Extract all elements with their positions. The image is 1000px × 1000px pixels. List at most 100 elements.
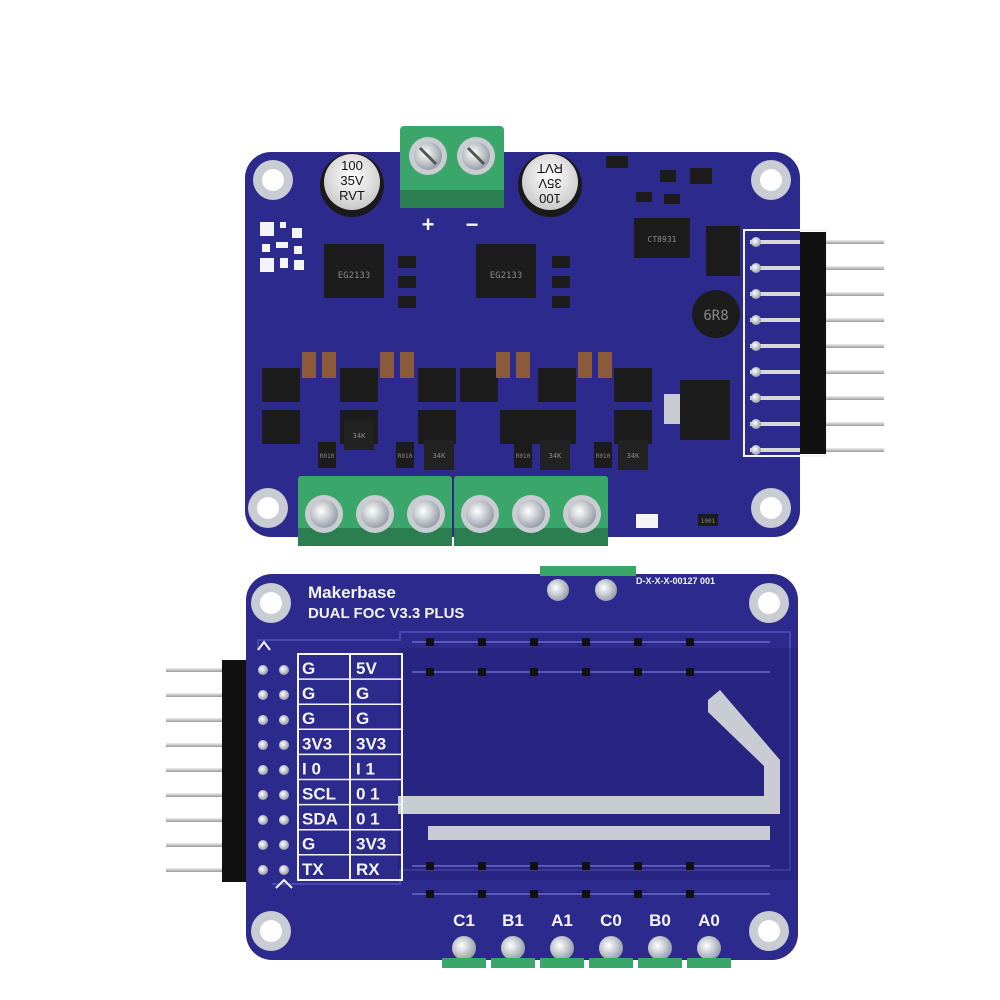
header-solder-joint [751,445,761,455]
header-pin-lead [750,422,800,426]
header-solder-joint [258,790,268,800]
pin-label-left: I 0 [302,759,321,778]
via-rows [412,638,770,898]
capacitor-right-voltage: 35V [538,176,561,191]
terminal-edge [638,958,682,968]
terminal-edge [491,958,535,968]
pin-label-right: I 1 [356,759,375,778]
svg-text:R010: R010 [398,453,413,460]
phase-mosfets-small: 34K 34K 34K 34K [344,420,648,470]
pin-label-left: G [302,709,315,728]
via-pad [634,862,642,870]
arrow-marker-top [257,640,271,651]
via-pad [478,862,486,870]
solder-strips [398,690,780,840]
model-label: DUAL FOC V3.3 PLUS [308,605,464,622]
header-solder-joint [258,715,268,725]
capacitor-left-voltage: 35V [340,173,363,188]
terminal-edge [687,958,731,968]
via-pad [530,668,538,676]
ceramic-caps [302,352,612,378]
header-solder-joint [279,865,289,875]
svg-text:34K: 34K [433,452,446,460]
bottom-board: Makerbase DUAL FOC V3.3 PLUS D-X-X-X-001… [166,566,798,968]
header-solder-joint [751,393,761,403]
header-solder-joint [258,690,268,700]
pin-label-left: G [302,659,315,678]
pin-header-top [743,229,884,457]
header-pin [166,668,222,672]
phase-solder-pad [648,936,672,960]
terminal-edge [442,958,486,968]
header-pin [826,266,884,270]
header-solder-joint [258,740,268,750]
header-solder-joint [279,840,289,850]
via-pad [478,668,486,676]
header-solder-joint [751,315,761,325]
header-solder-joint [258,765,268,775]
via-pad [426,890,434,898]
terminal-edge [540,958,584,968]
phase-solder-pad [501,936,525,960]
via-pad [686,668,694,676]
pin-label-right: G [356,684,369,703]
via-pad [478,638,486,646]
serial-label: D-X-X-X-00127 001 [636,576,715,586]
phase-label: A1 [551,911,573,930]
motor-terminal-left [298,476,452,546]
phase-label: B0 [649,911,671,930]
svg-text:34K: 34K [627,452,640,460]
phase-label: B1 [502,911,524,930]
header-solder-joint [258,815,268,825]
header-pin-lead [750,370,800,374]
header-pin [826,396,884,400]
pin-label-right: 5V [356,659,377,678]
via-pad [582,862,590,870]
header-solder-joint [751,341,761,351]
header-pin [166,743,222,747]
header-pin [826,448,884,452]
header-pin-lead [750,344,800,348]
header-solder-joint [279,740,289,750]
inductor-label: 6R8 [703,308,728,324]
via-pad [634,638,642,646]
header-pin-lead [750,448,800,452]
header-pin [826,318,884,322]
pin-header-bottom [166,640,293,889]
brand-label: Makerbase [308,583,396,602]
header-solder-joint [258,865,268,875]
header-pin [166,843,222,847]
header-pin-lead [750,266,800,270]
header-solder-joint [751,289,761,299]
regulator-sot223 [680,380,730,440]
pin-label-left: G [302,835,315,854]
header-pin-lead [750,318,800,322]
header-pin [166,818,222,822]
pin-label-left: SDA [302,810,338,829]
led [636,514,658,528]
arrow-marker [275,878,293,889]
via-pad [634,890,642,898]
header-pin [166,868,222,872]
qr-code [260,222,304,272]
header-pin [826,422,884,426]
via-pad [530,890,538,898]
pin-label-right: G [356,709,369,728]
power-terminal-pads [540,566,636,601]
via-pad [582,668,590,676]
phase-label: C0 [600,911,622,930]
header-solder-joint [279,665,289,675]
shunt-resistors: R010 R010 R010 R010 [318,442,612,468]
via-pad [530,638,538,646]
via-pad [426,668,434,676]
via-pad [582,890,590,898]
phase-solder-pad [599,936,623,960]
diode-package [706,226,740,276]
header-pin [166,693,222,697]
header-solder-joint [279,815,289,825]
pin-label-left: G [302,684,315,703]
header-solder-joint [751,419,761,429]
header-solder-joint [751,263,761,273]
